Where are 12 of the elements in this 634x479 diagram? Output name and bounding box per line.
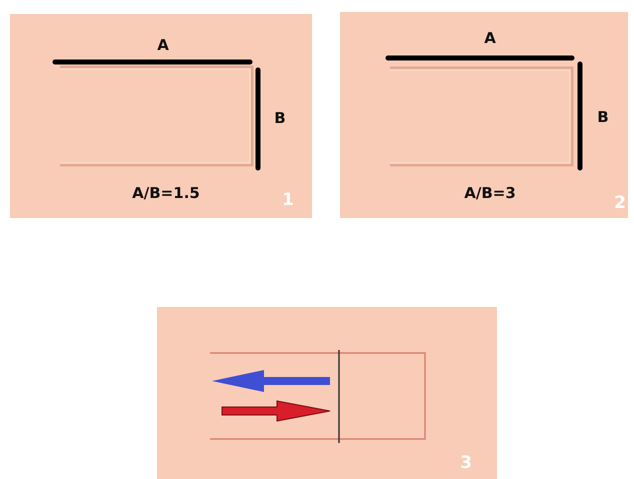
panel-number: 3: [460, 453, 472, 473]
panel-background: [10, 14, 312, 218]
ratio-label: A/B=3: [464, 184, 516, 202]
panel-background: [157, 307, 497, 479]
panel-number: 2: [614, 193, 626, 213]
dimension-label: B: [274, 109, 286, 127]
dimension-label: B: [597, 108, 609, 126]
panel-number: 1: [282, 190, 294, 210]
dimension-label: A: [157, 36, 169, 54]
panel-background: [340, 12, 628, 218]
dimension-label: A: [484, 29, 496, 47]
ratio-label: A/B=1.5: [132, 184, 200, 202]
